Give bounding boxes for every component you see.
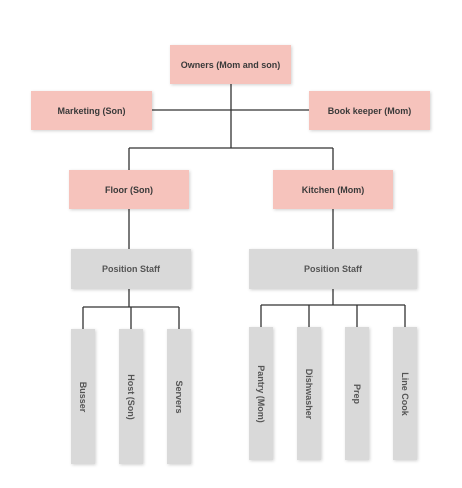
position-host: Host (Son) [119,329,143,464]
position-label: Servers [174,379,184,414]
position-label: Dishwasher [304,368,314,419]
position-label: Pantry (Mom) [256,364,266,423]
kitchen-position-staff-box: Position Staff [249,249,417,289]
position-busser: Busser [71,329,95,464]
kitchen-box: Kitchen (Mom) [273,170,393,209]
position-label: Busser [78,381,88,412]
marketing-box: Marketing (Son) [31,91,152,130]
owners-box: Owners (Mom and son) [170,45,291,84]
position-pantry: Pantry (Mom) [249,327,273,460]
position-prep: Prep [345,327,369,460]
position-servers: Servers [167,329,191,464]
floor-box: Floor (Son) [69,170,189,209]
position-label: Line Cook [400,371,410,416]
position-dishwasher: Dishwasher [297,327,321,460]
position-label: Prep [352,383,362,404]
position-line-cook: Line Cook [393,327,417,460]
position-label: Host (Son) [126,373,136,420]
bookkeeper-box: Book keeper (Mom) [309,91,430,130]
floor-position-staff-box: Position Staff [71,249,191,289]
